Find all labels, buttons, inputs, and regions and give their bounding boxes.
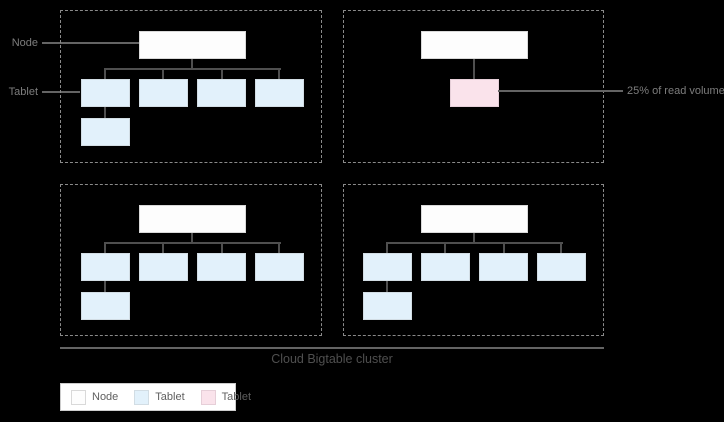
tablet-box <box>255 79 304 107</box>
tablet-box <box>421 253 470 281</box>
connector-line <box>104 243 106 253</box>
tablet-box <box>255 253 304 281</box>
node-group-3 <box>60 184 322 336</box>
connector-line <box>221 243 223 253</box>
connector-line <box>191 233 193 243</box>
tablet-box <box>139 79 188 107</box>
connector-line <box>162 243 164 253</box>
connector-line <box>104 242 281 244</box>
legend-item-hot-tablet: Tablet <box>200 389 252 405</box>
legend: Node Tablet Tablet <box>60 383 251 411</box>
connector-line <box>503 243 505 253</box>
tablet-box <box>139 253 188 281</box>
cluster-underline <box>60 347 604 349</box>
read-volume-label: 25% of read volume <box>627 85 724 97</box>
connector-line <box>386 243 388 253</box>
connector-line <box>560 243 562 253</box>
node-box <box>421 31 528 59</box>
tablet-box-hot <box>450 79 499 107</box>
connector-line <box>162 69 164 79</box>
connector-line <box>473 233 475 243</box>
tablet-box <box>197 79 246 107</box>
tablet-box <box>479 253 528 281</box>
node-box <box>139 205 246 233</box>
tablet-box <box>81 253 130 281</box>
connector-line <box>191 59 193 69</box>
connector-line <box>104 281 106 292</box>
node-group-4 <box>343 184 604 336</box>
tablet-blue-swatch <box>134 389 150 405</box>
connector-line <box>221 69 223 79</box>
connector-line <box>278 69 280 79</box>
tablet-pointer-label: Tablet <box>8 86 38 98</box>
tablet-box <box>81 79 130 107</box>
legend-item-node: Node <box>71 389 119 405</box>
node-swatch <box>71 389 86 405</box>
tablet-box <box>363 253 412 281</box>
legend-item-tablet: Tablet <box>134 389 185 405</box>
connector-line <box>278 243 280 253</box>
tablet-box <box>81 292 130 320</box>
node-box <box>421 205 528 233</box>
legend-label: Node <box>92 391 119 403</box>
tablet-box <box>81 118 130 146</box>
connector-line <box>386 281 388 292</box>
connector-line <box>104 69 106 79</box>
legend-label: Tablet <box>221 391 252 403</box>
node-pointer-label: Node <box>11 37 38 49</box>
node-pointer-line <box>42 42 139 44</box>
tablet-box <box>197 253 246 281</box>
tablet-pink-swatch <box>200 389 216 405</box>
connector-line <box>473 59 475 79</box>
legend-label: Tablet <box>155 391 185 403</box>
node-group-2 <box>343 10 604 163</box>
cluster-caption: Cloud Bigtable cluster <box>271 352 393 366</box>
tablet-box <box>537 253 586 281</box>
node-box <box>139 31 246 59</box>
connector-line <box>104 68 281 70</box>
connector-line <box>386 242 563 244</box>
node-group-1 <box>60 10 322 163</box>
tablet-box <box>363 292 412 320</box>
connector-line <box>444 243 446 253</box>
tablet-pointer-line <box>42 91 80 93</box>
connector-line <box>104 107 106 118</box>
read-volume-pointer-line <box>498 90 623 92</box>
